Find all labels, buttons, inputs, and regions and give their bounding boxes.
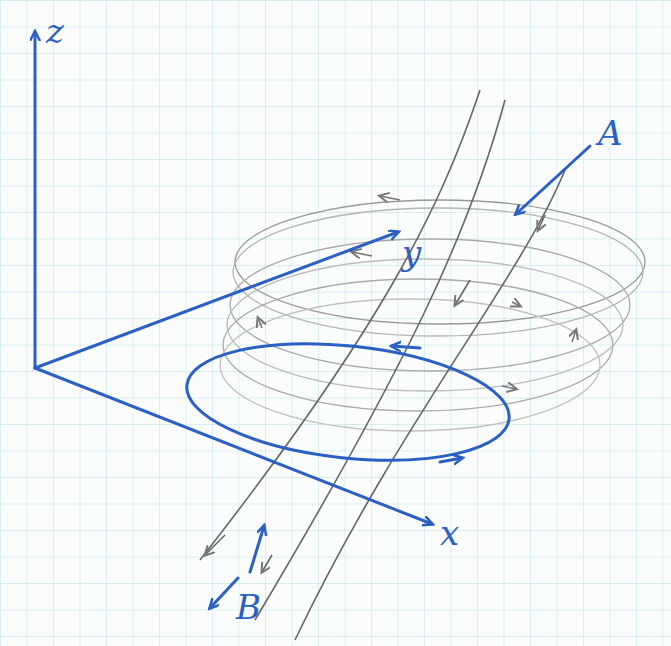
callout-letter: B	[236, 590, 261, 624]
axis-label: y	[402, 236, 421, 270]
axis-label: x	[440, 516, 459, 550]
axis-label: z	[46, 14, 64, 48]
callout-letter: A	[598, 116, 623, 150]
